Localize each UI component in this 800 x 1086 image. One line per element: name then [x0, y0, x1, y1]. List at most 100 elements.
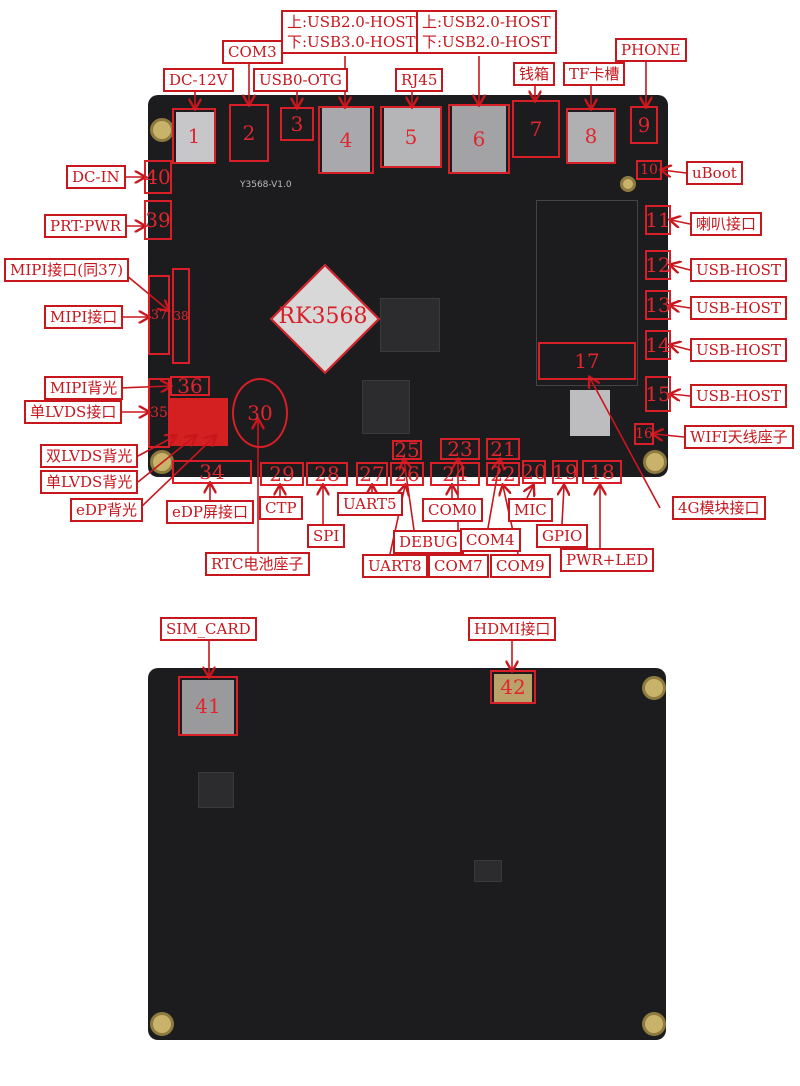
- label-gpio: GPIO: [536, 524, 589, 548]
- label-sim-card: SIM_CARD: [160, 617, 257, 641]
- marker-9: 9: [630, 106, 658, 144]
- sim-slot: [182, 680, 234, 734]
- label-com0: COM0: [422, 498, 483, 522]
- back-board: [148, 668, 666, 1040]
- marker-27: 27: [356, 462, 388, 486]
- label-usb-6-line2: 下:USB2.0-HOST: [422, 33, 551, 51]
- label-usb-4-line2: 下:USB3.0-HOST: [287, 33, 416, 51]
- label-usb-4-line1: 上:USB2.0-HOST: [287, 13, 416, 31]
- marker-29: 29: [260, 462, 304, 486]
- label-phone: PHONE: [615, 38, 687, 62]
- label-uart8: UART8: [362, 554, 428, 578]
- marker-34: 34: [172, 460, 252, 484]
- marker-5: 5: [380, 106, 442, 168]
- soc-label: RK3568: [278, 304, 368, 329]
- label-single-lvds: 单LVDS接口: [24, 400, 123, 424]
- wifi-module: [570, 390, 610, 436]
- 4g-module-slot: [536, 200, 638, 386]
- label-ctp: CTP: [259, 496, 303, 520]
- marker-7: 7: [512, 100, 560, 158]
- marker-20: 20: [521, 460, 547, 484]
- label-uart5: UART5: [337, 492, 403, 516]
- label-com4: COM4: [460, 528, 521, 552]
- marker-35: 35: [148, 378, 170, 448]
- marker-21: 21: [486, 437, 520, 461]
- label-4g-module: 4G模块接口: [672, 496, 766, 520]
- marker-14: 14: [645, 330, 671, 360]
- marker-4: 4: [318, 106, 374, 174]
- marker-11: 11: [645, 205, 671, 235]
- label-dual-lvds-backlight: 双LVDS背光: [40, 444, 139, 468]
- label-com9: COM9: [490, 554, 551, 578]
- marker-38: 38: [172, 268, 190, 364]
- marker-24: 24: [430, 462, 480, 486]
- mount-hole: [620, 176, 636, 192]
- label-mic: MIC: [508, 498, 553, 522]
- label-mipi-backlight: MIPI背光: [44, 376, 124, 400]
- label-speaker: 喇叭接口: [690, 212, 763, 236]
- marker-6: 6: [448, 104, 510, 174]
- marker-30: 30: [232, 378, 288, 448]
- ic-chip: [198, 772, 234, 808]
- label-usb-host-12: USB-HOST: [690, 258, 787, 282]
- marker-18: 18: [582, 460, 622, 484]
- label-uboot: uBoot: [686, 161, 743, 185]
- ram-chip: [362, 380, 410, 434]
- marker-25: 25: [392, 438, 422, 462]
- label-usb-host-15: USB-HOST: [690, 384, 787, 408]
- label-dc-in: DC-IN: [66, 165, 126, 189]
- dc-jack: [176, 112, 214, 162]
- label-usb-host-14: USB-HOST: [690, 338, 787, 362]
- marker-39: 39: [144, 200, 172, 240]
- marker-13: 13: [645, 290, 671, 320]
- marker-10: 10: [636, 160, 662, 180]
- marker-37: 37: [148, 275, 170, 355]
- label-wifi-antenna: WIFI天线座子: [684, 425, 794, 449]
- label-dc-12v: DC-12V: [163, 68, 234, 92]
- label-com7: COM7: [428, 554, 489, 578]
- marker-19: 19: [552, 460, 578, 484]
- label-usb-4: 上:USB2.0-HOST 下:USB3.0-HOST: [281, 10, 422, 54]
- marker-16: 16: [634, 423, 654, 445]
- label-edp: eDP屏接口: [166, 500, 254, 524]
- label-rj45: RJ45: [395, 68, 444, 92]
- label-hdmi: HDMI接口: [468, 617, 557, 641]
- label-usb-host-13: USB-HOST: [690, 296, 787, 320]
- mount-hole: [643, 450, 667, 474]
- marker-28: 28: [306, 462, 348, 486]
- mount-hole: [642, 676, 666, 700]
- label-mipi: MIPI接口: [44, 305, 124, 329]
- usb-connector: [322, 108, 370, 172]
- usb-connector: [452, 106, 506, 172]
- label-prt-pwr: PRT-PWR: [44, 214, 128, 238]
- rj45-connector: [384, 108, 440, 166]
- label-com3: COM3: [222, 40, 283, 64]
- marker-40: 40: [144, 160, 172, 194]
- board-silkscreen: Y3568-V1.0: [240, 180, 292, 190]
- marker-12: 12: [645, 250, 671, 280]
- label-single-lvds-backlight: 单LVDS背光: [40, 470, 139, 494]
- mount-hole: [642, 1012, 666, 1036]
- emmc-chip: [380, 298, 440, 352]
- marker-17: 17: [538, 342, 636, 380]
- marker-23: 23: [440, 437, 480, 461]
- marker-8: 8: [566, 108, 616, 164]
- label-tf-slot: TF卡槽: [563, 62, 626, 86]
- mount-hole: [150, 1012, 174, 1036]
- label-rtc: RTC电池座子: [205, 552, 310, 576]
- marker-41: 41: [178, 676, 238, 736]
- marker-15: 15: [645, 376, 671, 412]
- marker-22: 22: [486, 462, 520, 486]
- marker-2: 2: [229, 104, 269, 162]
- label-pwr-led: PWR+LED: [560, 548, 655, 572]
- marker-1: 1: [172, 108, 216, 164]
- label-spi: SPI: [307, 524, 346, 548]
- label-usb-6-line1: 上:USB2.0-HOST: [422, 13, 551, 31]
- label-edp-backlight: eDP背光: [70, 498, 143, 522]
- label-mipi-37: MIPI接口(同37): [4, 258, 130, 282]
- marker-3: 3: [280, 107, 314, 141]
- label-usb-6: 上:USB2.0-HOST 下:USB2.0-HOST: [416, 10, 557, 54]
- ic-chip: [474, 860, 502, 882]
- hdmi-port: [494, 674, 532, 702]
